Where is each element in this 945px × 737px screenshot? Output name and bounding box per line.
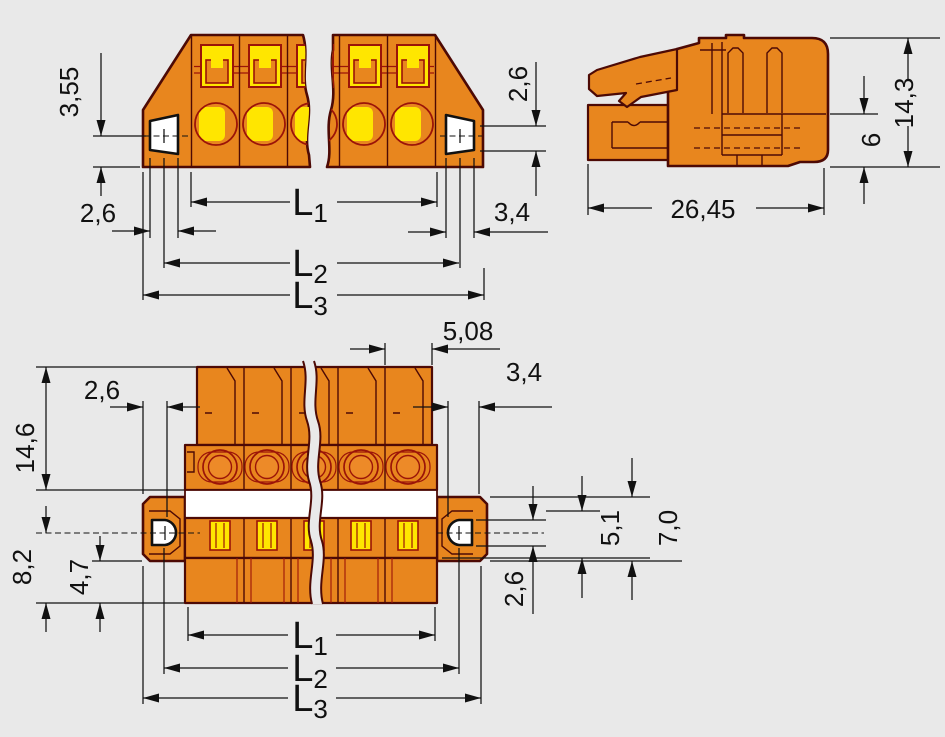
dim-34-right: 3,4 <box>408 197 548 237</box>
dim-label-L2-plan: L2 <box>292 648 328 694</box>
dim-label-26-topleft: 2,6 <box>84 375 120 405</box>
dim-26-topleft: 2,6 <box>84 375 200 412</box>
dim-146: 14,6 <box>10 367 51 490</box>
dim-34-topright: 3,4 <box>413 357 552 412</box>
dim-label-51: 5,1 <box>595 510 625 546</box>
front-view: 3,55 2,6 2,6 3,4 <box>54 33 548 321</box>
dim-label-L2: L2 <box>292 243 328 289</box>
dim-L2: L2 <box>164 243 459 289</box>
front-dimensions: 3,55 2,6 2,6 3,4 <box>54 53 548 321</box>
dim-143: 14,3 <box>889 38 919 167</box>
dim-label-47: 4,7 <box>64 559 94 595</box>
side-view: 26,45 6 14,3 <box>586 33 940 224</box>
dim-70: 7,0 <box>627 458 683 600</box>
dim-2645: 26,45 <box>588 194 824 224</box>
dim-label-508: 5,08 <box>443 316 494 346</box>
dim-82: 8,2 <box>7 506 51 632</box>
dim-label-26-left: 2,6 <box>80 198 116 228</box>
dim-355: 3,55 <box>54 53 106 196</box>
dim-6: 6 <box>856 76 886 204</box>
dim-label-70: 7,0 <box>653 510 683 546</box>
dim-L3-plan: L3 <box>143 678 481 724</box>
side-plug-shroud <box>586 103 670 162</box>
dim-508: 5,08 <box>350 316 500 354</box>
dim-label-6: 6 <box>856 133 886 147</box>
dim-label-L3: L3 <box>292 275 328 321</box>
front-left-details <box>190 36 310 166</box>
side-latch-lever <box>587 47 679 109</box>
dim-L1-plan: L1 <box>188 615 435 661</box>
side-main-body <box>666 33 830 168</box>
dim-label-L3-plan: L3 <box>292 678 328 724</box>
dim-label-82: 8,2 <box>7 549 37 585</box>
dim-26-right: 2,6 <box>503 62 541 196</box>
dim-label-146: 14,6 <box>10 423 40 474</box>
dim-47: 4,7 <box>64 536 105 632</box>
plan-dimensions: 5,08 2,6 3,4 14,6 8,2 <box>7 316 683 724</box>
dim-L1: L1 <box>191 182 437 228</box>
dim-label-26-right: 2,6 <box>503 66 533 102</box>
dim-label-143: 14,3 <box>889 78 919 129</box>
front-right-details <box>327 36 437 166</box>
dim-L3: L3 <box>143 275 484 321</box>
dim-label-L1: L1 <box>292 182 328 228</box>
dim-26-left: 2,6 <box>80 198 216 236</box>
dim-label-355: 3,55 <box>54 67 84 118</box>
dim-label-2645: 26,45 <box>670 194 735 224</box>
dim-L2-plan: L2 <box>164 648 459 694</box>
plan-view: 5,08 2,6 3,4 14,6 8,2 <box>7 316 683 724</box>
dim-label-34-topright: 3,4 <box>506 357 542 387</box>
dim-label-L1-plan: L1 <box>292 615 328 661</box>
side-dimensions: 26,45 6 14,3 <box>587 37 940 224</box>
dim-51: 5,1 <box>577 476 625 598</box>
dim-label-34-right: 3,4 <box>494 197 530 227</box>
side-inner-details <box>700 42 826 165</box>
dim-26-right-plan: 2,6 <box>499 486 538 614</box>
dim-label-26-right-plan: 2,6 <box>499 571 529 607</box>
